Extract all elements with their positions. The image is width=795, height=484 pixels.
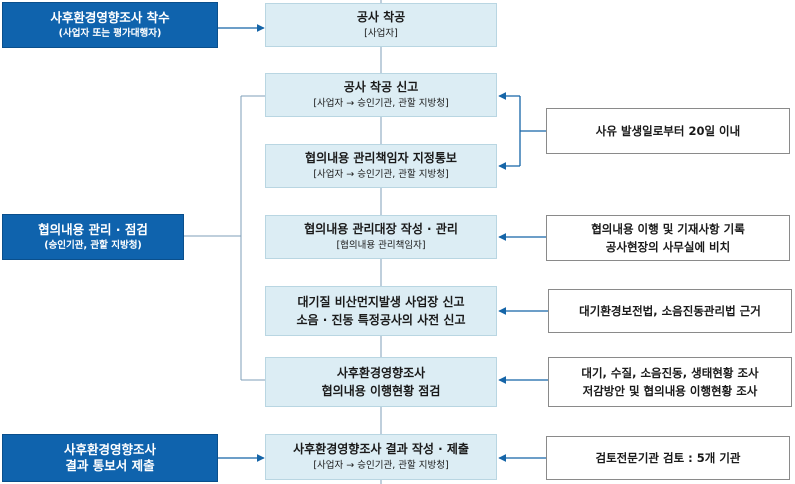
- step-result-submission: 사후환경영향조사 결과 작성 · 제출 [사업자 → 승인기관, 관할 지방청]: [265, 434, 497, 480]
- left-box-result-title-line2: 결과 통보서 제출: [65, 458, 155, 473]
- note-legal-basis-text: 대기환경보전법, 소음진동관리법 근거: [579, 303, 761, 318]
- step-manager-designation-title: 협의내용 관리책임자 지정통보: [305, 151, 457, 166]
- note-survey-scope-line1: 대기, 수질, 소음진동, 생태현황 조사: [581, 366, 759, 381]
- left-box-result-title-line1: 사후환경영향조사: [63, 442, 156, 458]
- step-survey-inspection: 사후환경영향조사 협의내용 이행현황 점검: [265, 357, 497, 407]
- note-record-keeping: 협의내용 이행 및 기재사항 기록 공사현장의 사무실에 비치: [546, 215, 790, 261]
- left-box-survey-start-sub: (사업자 또는 평가대행자): [58, 27, 162, 39]
- step-construction-report: 공사 착공 신고 [사업자 → 승인기관, 관할 지방청]: [265, 73, 497, 117]
- step-manager-designation-sub: [사업자 → 승인기관, 관할 지방청]: [313, 169, 449, 181]
- step-dust-noise-report: 대기질 비산먼지발생 사업장 신고 소음 · 진동 특정공사의 사전 신고: [265, 286, 497, 336]
- step-construction-start-sub: [사업자]: [364, 28, 398, 40]
- step-dust-noise-report-line1: 대기질 비산먼지발생 사업장 신고: [297, 294, 465, 309]
- step-survey-inspection-line2: 협의내용 이행현황 점검: [321, 383, 441, 398]
- note-expert-review: 검토전문기관 검토 : 5개 기관: [546, 436, 790, 480]
- step-construction-start-title: 공사 착공: [356, 10, 406, 25]
- note-record-keeping-line1: 협의내용 이행 및 기재사항 기록: [591, 222, 745, 237]
- step-result-submission-title: 사후환경영향조사 결과 작성 · 제출: [293, 442, 469, 457]
- left-box-management-sub: (승인기관, 관할 지방청): [44, 239, 142, 251]
- left-box-survey-start: 사후환경영향조사 착수 (사업자 또는 평가대행자): [2, 2, 218, 48]
- note-expert-review-text: 검토전문기관 검토 : 5개 기관: [595, 450, 741, 465]
- left-box-management-title: 협의내용 관리 · 점검: [38, 222, 148, 238]
- step-ledger-management-sub: [협의내용 관리책임자]: [336, 240, 426, 252]
- step-result-submission-sub: [사업자 → 승인기관, 관할 지방청]: [313, 460, 449, 472]
- left-box-result-submit: 사후환경영향조사 결과 통보서 제출: [2, 434, 218, 482]
- step-survey-inspection-line1: 사후환경영향조사: [336, 365, 426, 380]
- step-dust-noise-report-line2: 소음 · 진동 특정공사의 사전 신고: [296, 312, 466, 327]
- left-box-management: 협의내용 관리 · 점검 (승인기관, 관할 지방청): [2, 214, 184, 260]
- step-ledger-management: 협의내용 관리대장 작성 · 관리 [협의내용 관리책임자]: [265, 215, 497, 259]
- step-ledger-management-title: 협의내용 관리대장 작성 · 관리: [304, 222, 458, 237]
- note-survey-scope-line2: 저감방안 및 협의내용 이행현황 조사: [582, 383, 758, 398]
- note-report-deadline-text: 사유 발생일로부터 20일 이내: [595, 123, 741, 138]
- note-record-keeping-line2: 공사현장의 사무실에 비치: [605, 239, 731, 254]
- step-construction-report-sub: [사업자 → 승인기관, 관할 지방청]: [313, 98, 449, 110]
- left-box-survey-start-title: 사후환경영향조사 착수: [50, 10, 170, 26]
- step-construction-report-title: 공사 착공 신고: [343, 80, 419, 95]
- note-legal-basis: 대기환경보전법, 소음진동관리법 근거: [548, 289, 792, 333]
- step-manager-designation: 협의내용 관리책임자 지정통보 [사업자 → 승인기관, 관할 지방청]: [265, 144, 497, 188]
- step-construction-start: 공사 착공 [사업자]: [265, 3, 497, 47]
- note-report-deadline: 사유 발생일로부터 20일 이내: [546, 108, 790, 154]
- note-survey-scope: 대기, 수질, 소음진동, 생태현황 조사 저감방안 및 협의내용 이행현황 조…: [548, 357, 792, 407]
